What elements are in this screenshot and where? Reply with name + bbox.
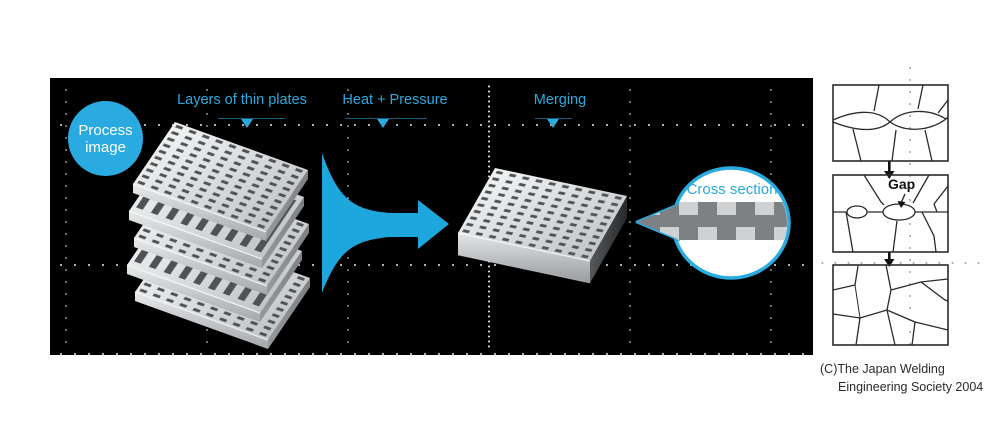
process-arrow: [322, 153, 449, 293]
grid-line: [54, 124, 809, 126]
stage-label-text: Layers of thin plates: [177, 92, 307, 108]
grid-line: [629, 84, 631, 349]
stage-label-heat-pressure: Heat + Pressure: [310, 92, 480, 128]
gap-label: Gap: [888, 176, 916, 192]
cross-section-pattern: [637, 202, 787, 240]
stage-label-text: Merging: [533, 92, 587, 108]
cross-section-callout: [635, 166, 791, 280]
grid-line: [65, 84, 67, 349]
down-triangle-icon: [377, 119, 389, 128]
stage-underline: [535, 118, 572, 119]
stage-label-layers: Layers of thin plates: [157, 92, 327, 128]
micrograph-sequence: [832, 84, 949, 346]
grid-line: [816, 262, 988, 264]
process-image-badge: Process image: [68, 101, 143, 176]
stage-underline: [218, 118, 285, 119]
micrograph-step-3: [832, 264, 949, 346]
stage-label-text: Heat + Pressure: [342, 92, 448, 108]
plate-stack: [126, 122, 310, 349]
down-triangle-icon: [241, 119, 253, 128]
stage-underline: [345, 118, 427, 119]
badge-line-2: image: [85, 138, 126, 156]
grid-line: [54, 353, 809, 355]
cross-section-label: Cross section: [686, 181, 778, 198]
stage-label-merging: Merging: [475, 92, 645, 128]
grid-line: [54, 264, 809, 266]
merged-plate: [457, 168, 627, 284]
credit-line-1: (C)The Japan Welding: [820, 362, 945, 376]
step-arrow-2: [884, 252, 895, 267]
badge-line-1: Process: [78, 121, 133, 139]
down-triangle-icon: [547, 119, 559, 128]
micrograph-step-1: [832, 84, 949, 162]
credit-line-2: Eingineering Society 2004: [838, 380, 984, 394]
